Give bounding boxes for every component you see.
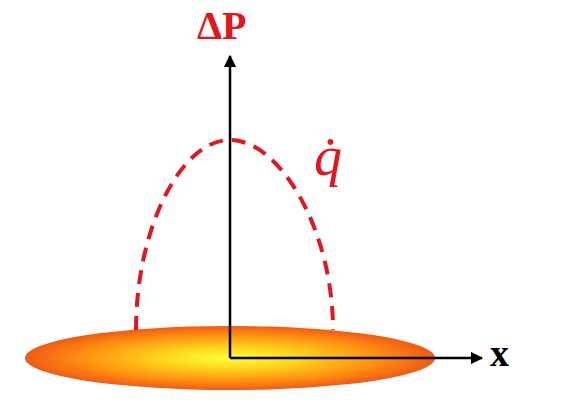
label-text: ΔP (197, 3, 247, 48)
vertical-axis (229, 56, 232, 358)
label-text: x (490, 332, 509, 374)
axis-label: x (490, 334, 509, 372)
axis-label: ΔP (197, 6, 247, 46)
label-text: q̇ (314, 125, 342, 187)
horizontal-axis (230, 357, 482, 360)
pressure-profile (136, 140, 333, 330)
curve-label: q̇ (314, 128, 342, 184)
